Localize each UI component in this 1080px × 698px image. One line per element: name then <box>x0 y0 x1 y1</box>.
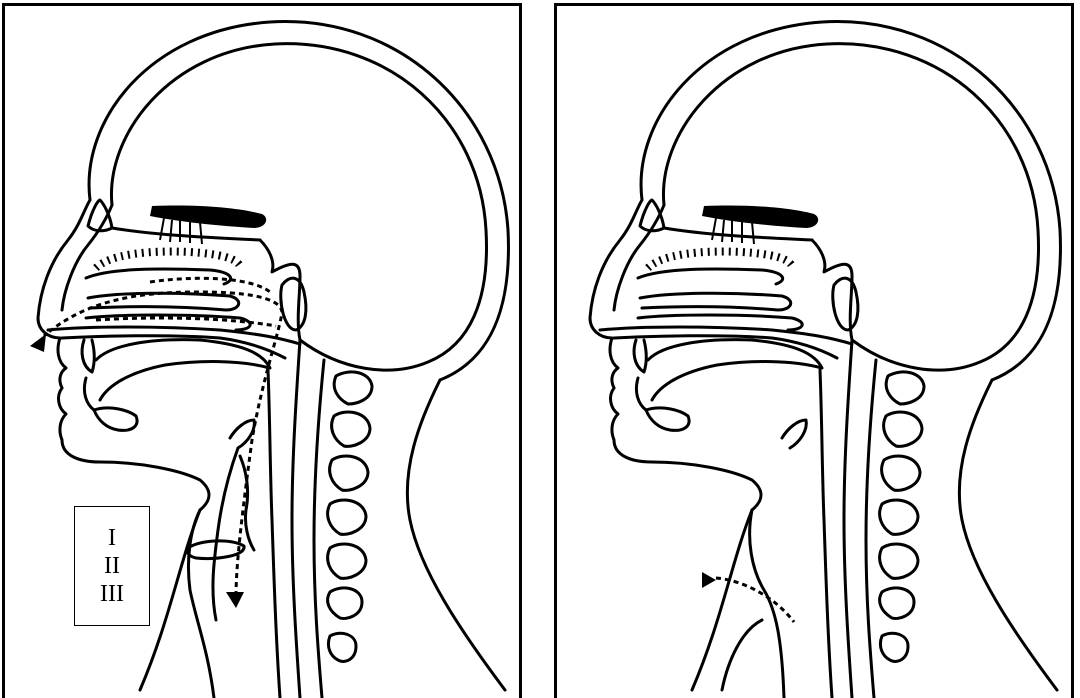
legend-item-1: I <box>108 524 116 552</box>
right-panel <box>552 0 1080 698</box>
left-panel: I II III <box>0 0 528 698</box>
legend-item-3: III <box>100 580 124 608</box>
right-panel-frame <box>554 3 1074 698</box>
legend-item-2: II <box>104 552 120 580</box>
stage-legend: I II III <box>74 506 150 626</box>
